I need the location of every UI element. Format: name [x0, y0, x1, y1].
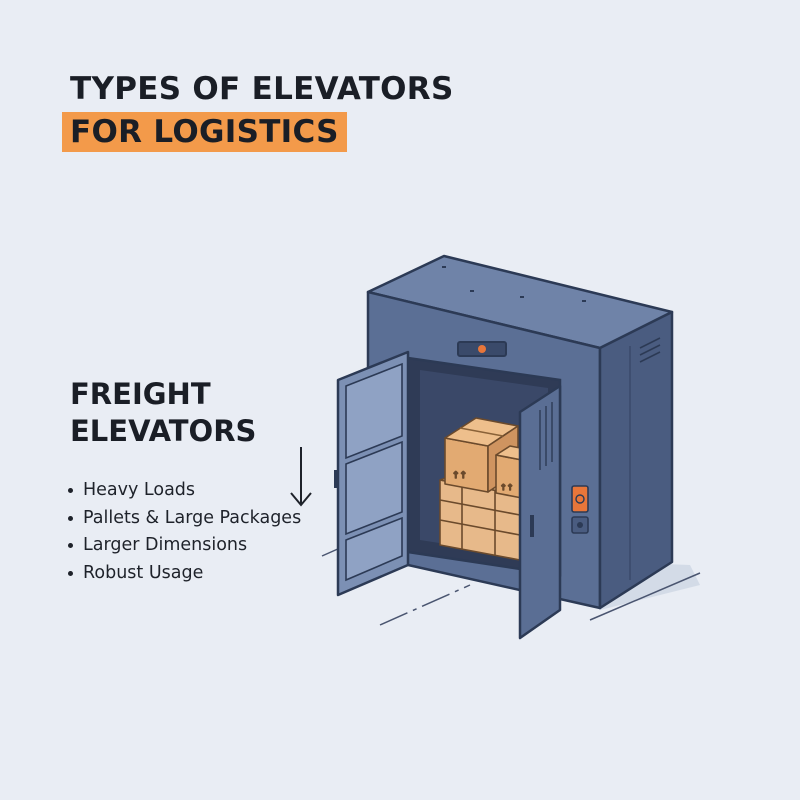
- left-door-handle: [334, 470, 338, 488]
- svg-text:↑↑: ↑↑: [452, 471, 467, 481]
- list-item-label: Pallets & Large Packages: [83, 507, 302, 528]
- down-arrow-icon: [290, 447, 312, 507]
- list-item-label: Robust Usage: [83, 562, 204, 583]
- rivets: [442, 266, 586, 302]
- bullet-icon: [68, 515, 73, 521]
- list-item: Robust Usage: [68, 560, 301, 588]
- bullet-icon: [68, 543, 73, 549]
- bullet-icon: [68, 488, 73, 494]
- feature-list: Heavy Loads Pallets & Large Packages Lar…: [68, 477, 301, 587]
- list-item: Larger Dimensions: [68, 532, 301, 560]
- floor-line: [589, 572, 701, 621]
- list-item: Pallets & Large Packages: [68, 505, 301, 533]
- page-title-line-2-highlighted: FOR LOGISTICS: [62, 112, 347, 152]
- bullet-icon: [68, 570, 73, 576]
- list-item-label: Heavy Loads: [83, 480, 196, 500]
- list-item: Heavy Loads: [68, 477, 301, 505]
- right-door-handle: [530, 515, 534, 537]
- indicator-light: [478, 345, 486, 353]
- vent-icon: [539, 402, 553, 470]
- page-title-line-1: TYPES OF ELEVATORS: [70, 71, 454, 107]
- title-block: TYPES OF ELEVATORS FOR LOGISTICS: [62, 68, 462, 152]
- elevator-side: [598, 310, 674, 610]
- section-heading: FREIGHT ELEVATORS: [70, 377, 257, 448]
- list-item-label: Larger Dimensions: [83, 535, 248, 555]
- call-button-icon: [575, 494, 585, 504]
- call-button-panel: [571, 485, 589, 513]
- svg-text:↑↑: ↑↑: [500, 483, 513, 492]
- right-door: [518, 384, 562, 640]
- floor-line: [379, 584, 471, 626]
- vent-icon: [639, 337, 661, 363]
